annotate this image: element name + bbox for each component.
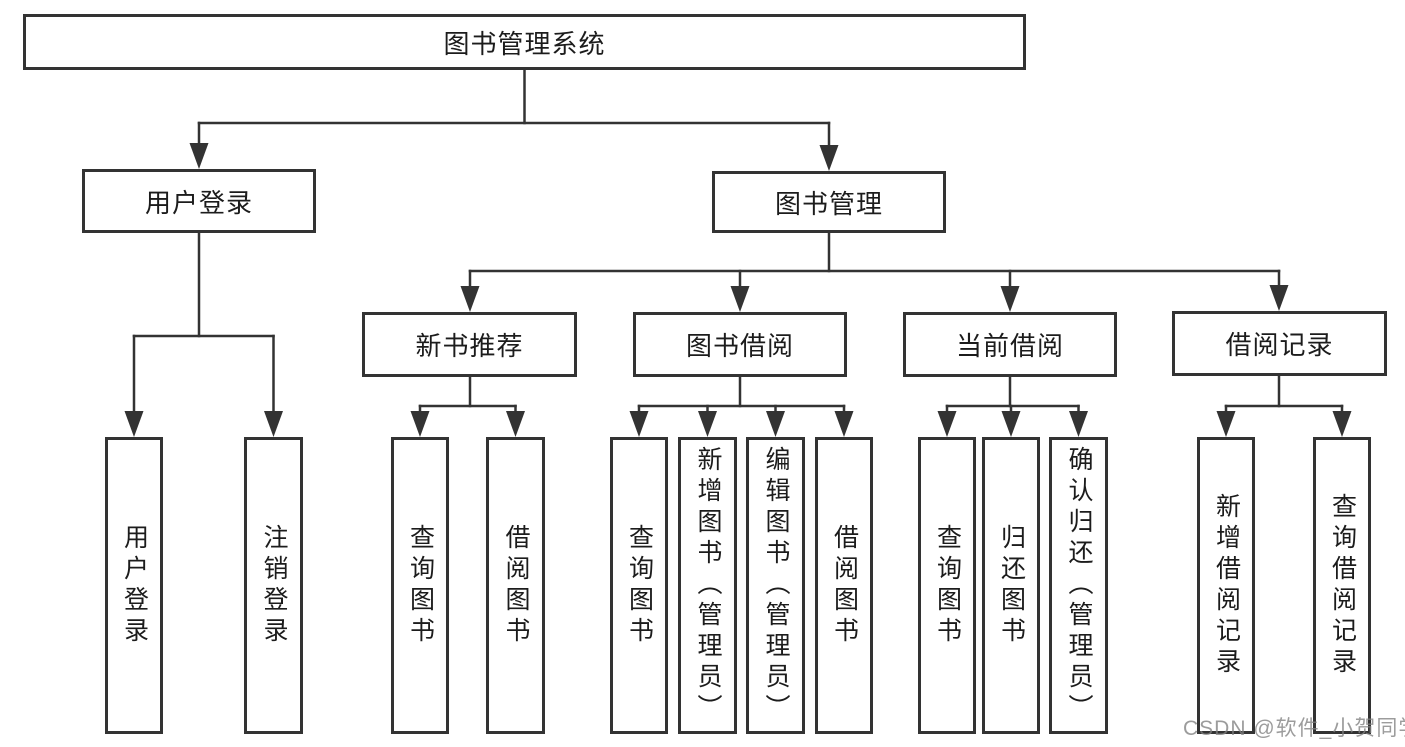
- watermark: CSDN @软件_小贺同学: [1183, 717, 1405, 740]
- node-new-book-recommend-label: 新书推荐: [415, 331, 524, 361]
- leaf-confirm-return-admin-label: 确认归还（管理员）: [1065, 446, 1093, 725]
- leaf-query-books-1: 查询图书: [391, 437, 449, 734]
- leaf-return-books: 归还图书: [982, 437, 1040, 734]
- node-book-borrow-label: 图书借阅: [685, 331, 794, 361]
- leaf-user-login-label: 用户登录: [120, 523, 149, 648]
- node-current-borrow: 当前借阅: [903, 312, 1117, 377]
- leaf-query-books-3: 查询图书: [918, 437, 976, 734]
- leaf-query-borrow-record-label: 查询借阅记录: [1328, 492, 1357, 679]
- leaf-add-books-admin: 新增图书（管理员）: [678, 437, 737, 734]
- leaf-query-books-1-label: 查询图书: [406, 523, 435, 648]
- node-current-borrow-label: 当前借阅: [955, 331, 1064, 361]
- node-root-label: 图书管理系统: [443, 28, 606, 59]
- leaf-query-books-3-label: 查询图书: [933, 523, 962, 648]
- node-borrow-records-label: 借阅记录: [1225, 330, 1334, 360]
- leaf-user-login: 用户登录: [105, 437, 163, 734]
- leaf-logout: 注销登录: [244, 437, 303, 734]
- leaf-confirm-return-admin: 确认归还（管理员）: [1049, 437, 1108, 734]
- leaf-query-books-2: 查询图书: [610, 437, 668, 734]
- leaf-query-borrow-record: 查询借阅记录: [1313, 437, 1371, 734]
- node-new-book-recommend: 新书推荐: [362, 312, 577, 377]
- leaf-add-borrow-record: 新增借阅记录: [1197, 437, 1255, 734]
- node-book-management: 图书管理: [712, 171, 946, 233]
- leaf-return-books-label: 归还图书: [997, 523, 1026, 648]
- leaf-logout-label: 注销登录: [260, 523, 288, 648]
- leaf-borrow-books-1: 借阅图书: [486, 437, 545, 734]
- node-borrow-records: 借阅记录: [1172, 311, 1387, 376]
- leaf-edit-books-admin-label: 编辑图书（管理员）: [762, 446, 790, 725]
- leaf-borrow-books-2-label: 借阅图书: [830, 523, 859, 648]
- leaf-borrow-books-2: 借阅图书: [815, 437, 873, 734]
- node-root: 图书管理系统: [23, 14, 1026, 70]
- leaf-borrow-books-1-label: 借阅图书: [502, 523, 530, 648]
- node-user-login: 用户登录: [82, 169, 316, 233]
- leaf-edit-books-admin: 编辑图书（管理员）: [746, 437, 805, 734]
- leaf-add-borrow-record-label: 新增借阅记录: [1212, 492, 1241, 679]
- node-book-borrow: 图书借阅: [633, 312, 847, 377]
- node-user-login-label: 用户登录: [144, 187, 253, 218]
- node-book-management-label: 图书管理: [774, 188, 883, 219]
- leaf-add-books-admin-label: 新增图书（管理员）: [694, 446, 722, 725]
- leaf-query-books-2-label: 查询图书: [625, 523, 654, 648]
